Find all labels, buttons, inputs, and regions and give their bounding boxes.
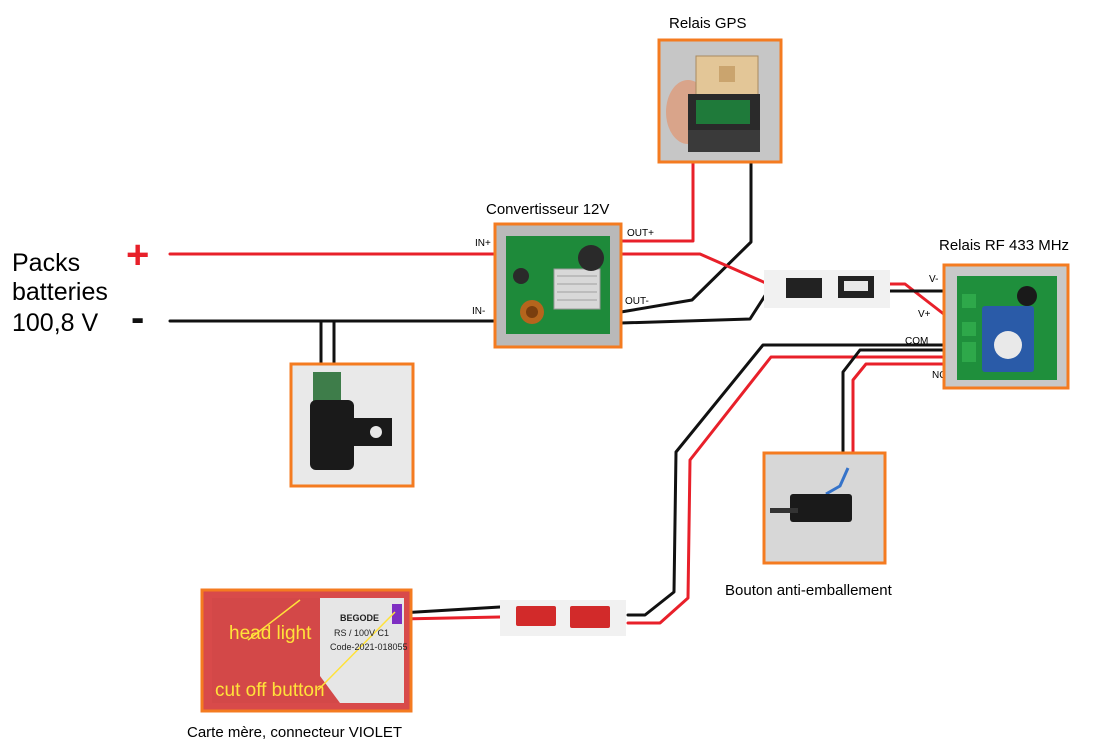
mainboard-title: Carte mère, connecteur VIOLET bbox=[187, 724, 402, 741]
fuse-holder-photo bbox=[289, 362, 415, 488]
terminal-in-minus: IN- bbox=[472, 306, 485, 317]
battery-label-line3: 100,8 V bbox=[12, 309, 99, 337]
wire-out-minus bbox=[619, 289, 770, 325]
terminal-in-plus: IN+ bbox=[475, 238, 491, 249]
battery-label-line1: Packs bbox=[12, 249, 80, 277]
mainboard-model: RS / 100V C1 bbox=[334, 628, 389, 638]
button-title: Bouton anti-emballement bbox=[725, 582, 893, 599]
wire-nc-button bbox=[851, 362, 966, 470]
anti-runaway-button-photo bbox=[762, 451, 887, 565]
battery-label-line2: batteries bbox=[12, 278, 108, 306]
mainboard-brand: BEGODE bbox=[340, 613, 379, 623]
mainboard-photo bbox=[200, 588, 413, 713]
wire-gps-red bbox=[619, 160, 695, 243]
rf-relay-title: Relais RF 433 MHz bbox=[939, 237, 1069, 254]
gps-relay-title: Relais GPS bbox=[669, 15, 747, 32]
battery-plus-sign: + bbox=[126, 233, 149, 277]
cut-off-button-label: cut off button bbox=[215, 680, 325, 701]
terminal-out-minus: OUT- bbox=[625, 296, 649, 307]
wire-com-button bbox=[841, 348, 966, 470]
head-light-label: head light bbox=[229, 623, 312, 644]
terminal-v-minus: V- bbox=[929, 274, 938, 285]
connector-photo bbox=[764, 270, 890, 308]
wire-gps-black bbox=[619, 160, 753, 314]
terminal-nc: NC bbox=[932, 370, 946, 381]
red-connector-photo bbox=[500, 600, 626, 636]
battery-minus-sign: - bbox=[131, 296, 144, 340]
terminal-out-plus: OUT+ bbox=[627, 228, 654, 239]
gps-relay-photo bbox=[657, 38, 783, 164]
wire-out-plus bbox=[619, 252, 770, 286]
wire-mb-red bbox=[398, 615, 502, 621]
wire-mb-black bbox=[398, 605, 502, 615]
terminal-v-plus: V+ bbox=[918, 309, 931, 320]
wire-rf-vplus bbox=[880, 282, 947, 317]
wire-nc-mainboard bbox=[626, 355, 966, 625]
mainboard-code: Code-2021-018055 bbox=[330, 642, 408, 652]
converter-title: Convertisseur 12V bbox=[486, 201, 609, 218]
rf-relay-photo bbox=[942, 263, 1070, 390]
terminal-com: COM bbox=[905, 336, 928, 347]
wire-com-mainboard bbox=[626, 343, 966, 617]
converter-photo bbox=[493, 222, 623, 349]
